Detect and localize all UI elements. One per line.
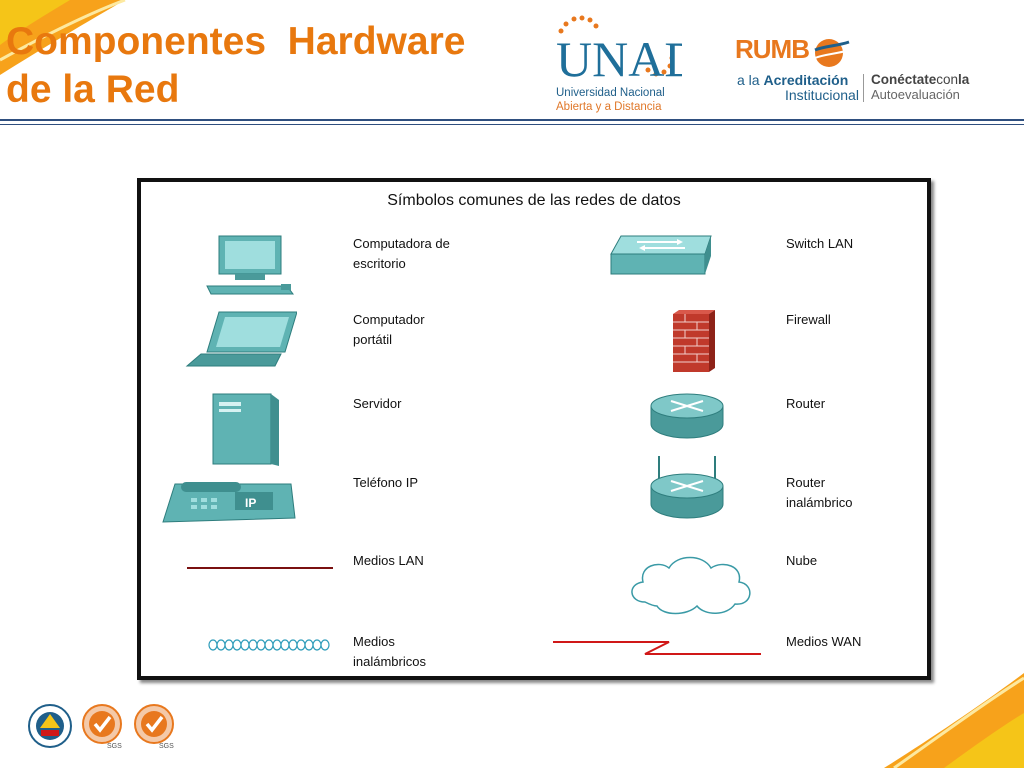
label-firewall: Firewall [786, 312, 831, 327]
rumbo-slogan-line2: Autoevaluación [871, 87, 960, 102]
page-title-line1: Componentes Hardware [6, 20, 466, 63]
unad-logo-text: UNAD [556, 31, 682, 86]
corner-swoosh-bottom-right [884, 673, 1024, 768]
router-icon [650, 393, 724, 439]
rumbo-slogan-line1: Conéctateconla [871, 72, 970, 87]
unad-emblem-icon: UNAD [556, 15, 700, 87]
rumbo-separator [863, 74, 864, 102]
header-divider-thick [0, 119, 1024, 121]
server-icon [212, 393, 279, 466]
label-wan-media: Medios WAN [786, 634, 862, 649]
rumbo-globe-icon [814, 39, 850, 67]
laptop-icon [185, 311, 297, 367]
network-symbols-diagram: Símbolos comunes de las redes de datos I… [137, 178, 931, 680]
unad-logo: UNAD Universidad Nacional Abierta y a Di… [552, 14, 700, 114]
cloud-icon [631, 556, 751, 615]
seal-label-1: SGS [107, 743, 122, 750]
certification-seals: SGS SGS [28, 704, 174, 750]
wireless-router-icon [650, 456, 724, 519]
label-ip-phone: Teléfono IP [353, 475, 419, 490]
firewall-icon [673, 310, 715, 372]
ip-phone-icon: IP [162, 482, 296, 523]
header-divider-thin [0, 124, 1024, 125]
page-title-line2: de la Red [6, 68, 180, 111]
corner-swoosh-top-left [0, 0, 126, 75]
sgs-check-seal-2-icon: SGS [134, 704, 174, 750]
wireless-media-icon [208, 639, 330, 651]
label-server: Servidor [353, 396, 402, 411]
rumbo-acreditacion-logo: RUMB a la Acreditación Institucional Con… [735, 34, 995, 104]
label-lan-media: Medios LAN [353, 553, 424, 568]
unad-subtitle-line2: Abierta y a Distancia [556, 101, 662, 113]
label-router: Router [786, 396, 826, 411]
lan-switch-icon [610, 235, 712, 275]
colombia-seal-icon [28, 704, 72, 748]
seal-label-2: SGS [159, 743, 174, 750]
diagram-title: Símbolos comunes de las redes de datos [387, 192, 681, 209]
wan-media-icon [553, 641, 761, 655]
sgs-check-seal-icon: SGS [82, 704, 122, 750]
lan-media-icon [187, 567, 333, 569]
label-lan-switch: Switch LAN [786, 236, 854, 251]
unad-subtitle-line1: Universidad Nacional [556, 87, 665, 99]
svg-text:IP: IP [245, 496, 256, 510]
rumbo-line2: Institucional [785, 87, 859, 103]
rumbo-line1: a la Acreditación [737, 72, 849, 88]
page-title: Componentes Hardware de la Red [6, 18, 465, 114]
label-cloud: Nube [786, 553, 818, 568]
rumbo-word: RUMB [735, 34, 810, 64]
desktop-computer-icon [206, 235, 294, 295]
